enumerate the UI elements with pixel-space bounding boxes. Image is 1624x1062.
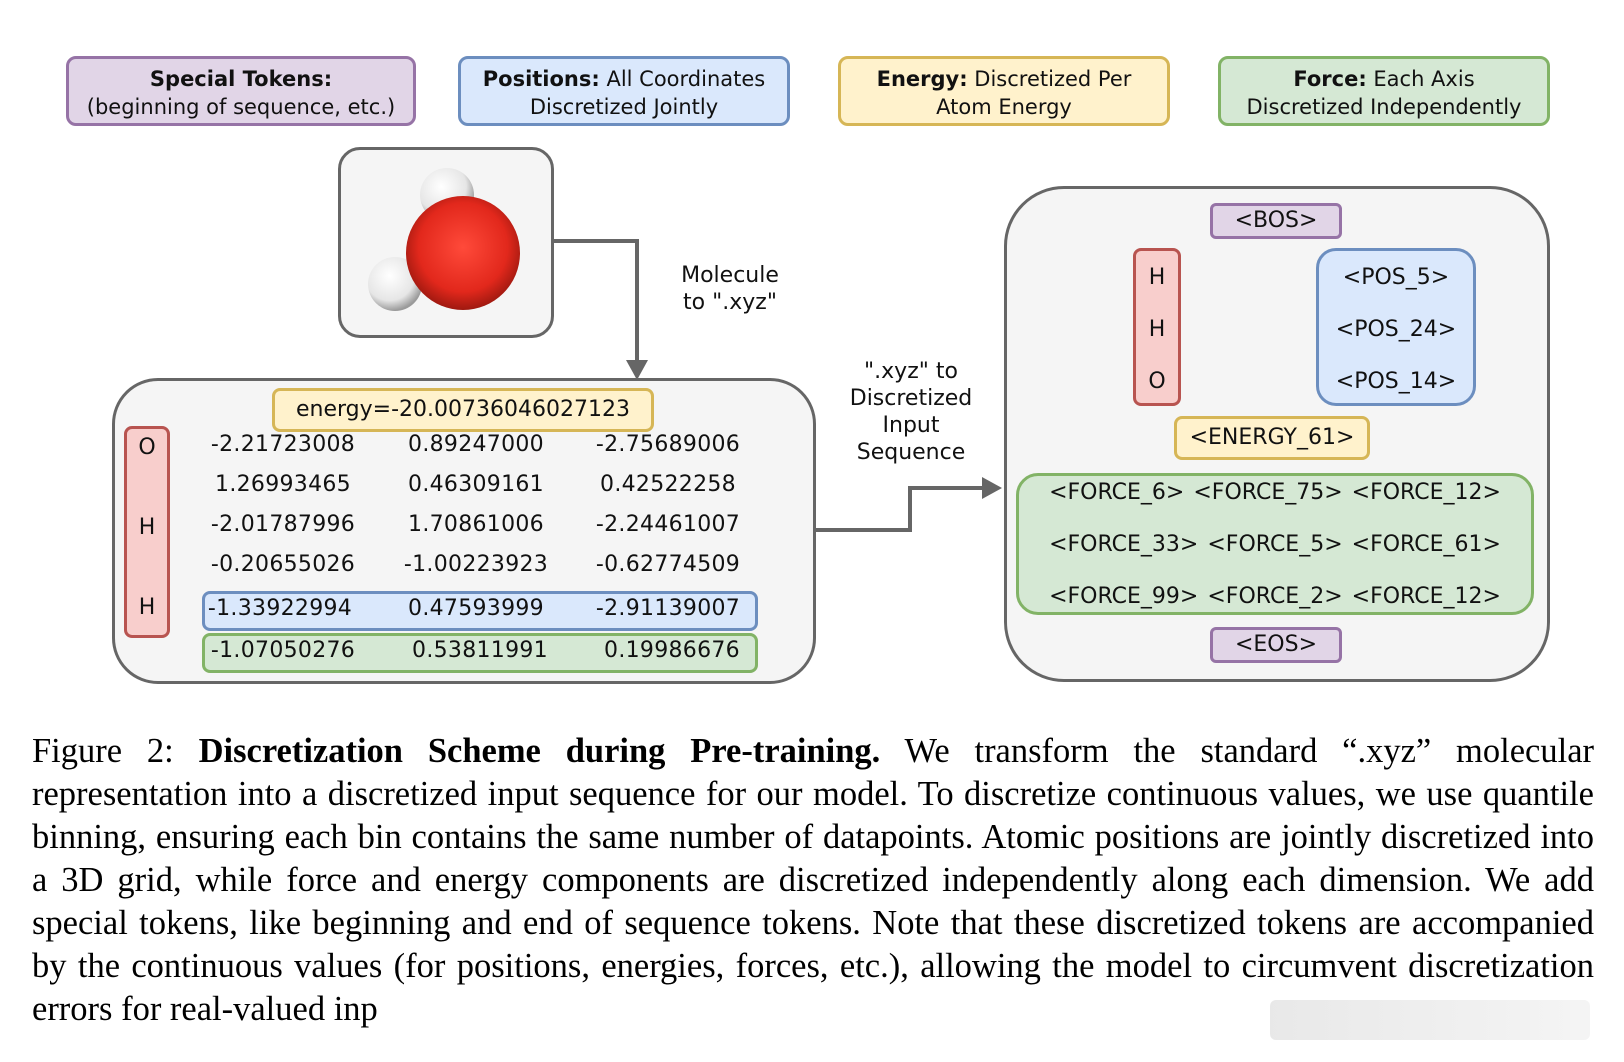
xyz-atom-column: O H H <box>124 426 170 638</box>
watermark-overlay <box>1270 1000 1590 1040</box>
legend-positions: Positions: All Coordinates Discretized J… <box>458 56 790 126</box>
legend-energy-rest: Discretized Per <box>967 67 1132 91</box>
legend-special-desc: (beginning of sequence, etc.) <box>86 95 396 119</box>
xyz-cell: 0.19986676 <box>604 638 740 663</box>
figure-caption: Figure 2: Discretization Scheme during P… <box>32 730 1594 1031</box>
legend-positions-title: Positions: <box>482 67 600 91</box>
legend-force-rest: Each Axis <box>1366 67 1475 91</box>
arrow-label-line: Input <box>882 413 940 438</box>
eos-token: <EOS> <box>1210 627 1342 663</box>
sequence-atom-tokens: H H O <box>1133 248 1181 406</box>
arrow-label-xyz-to-sequence: ".xyz" to Discretized Input Sequence <box>836 358 986 466</box>
xyz-cell: 0.89247000 <box>408 432 544 457</box>
legend-positions-desc: Discretized Jointly <box>529 95 719 119</box>
legend-energy: Energy: Discretized Per Atom Energy <box>838 56 1170 126</box>
arrow-molecule-to-xyz <box>554 239 648 380</box>
legend-force-desc: Discretized Independently <box>1246 95 1522 119</box>
xyz-atom-label: H <box>138 515 156 540</box>
xyz-cell: 1.70861006 <box>408 512 544 537</box>
legend-positions-rest: All Coordinates <box>599 67 766 91</box>
arrow-label-line: Molecule <box>681 263 779 288</box>
atom-token: H <box>1148 265 1166 290</box>
arrow-label-line: to ".xyz" <box>683 290 777 315</box>
arrow-label-line: Discretized <box>849 386 973 411</box>
position-token: <POS_24> <box>1335 317 1457 342</box>
xyz-cell: -2.01787996 <box>210 512 356 537</box>
legend-special-title: Special Tokens: <box>149 67 333 91</box>
sequence-force-tokens: <FORCE_6> <FORCE_75> <FORCE_12> <FORCE_3… <box>1016 473 1534 615</box>
hydrogen-atom-left <box>368 257 422 311</box>
xyz-cell: -1.07050276 <box>210 638 356 663</box>
water-molecule-icon <box>368 168 520 311</box>
xyz-cell: -0.62774509 <box>595 552 741 577</box>
legend-energy-title: Energy: <box>876 67 968 91</box>
xyz-cell: -1.00223923 <box>403 552 549 577</box>
xyz-cell: -2.75689006 <box>595 432 741 457</box>
oxygen-atom <box>406 196 520 310</box>
arrow-label-line: ".xyz" to <box>864 359 958 384</box>
legend-force: Force: Each Axis Discretized Independent… <box>1218 56 1550 126</box>
molecule-panel <box>338 147 554 338</box>
arrow-xyz-to-sequence <box>816 477 1002 532</box>
xyz-cell: 0.53811991 <box>412 638 548 663</box>
xyz-cell: 1.26993465 <box>215 472 351 497</box>
xyz-position-row-highlight <box>202 591 758 631</box>
xyz-atom-label: H <box>138 595 156 620</box>
xyz-cell: -0.20655026 <box>210 552 356 577</box>
caption-title: Discretization Scheme during Pre-trainin… <box>198 732 881 770</box>
bos-token: <BOS> <box>1210 203 1342 239</box>
position-token: <POS_5> <box>1342 265 1450 290</box>
legend-special-tokens: Special Tokens: (beginning of sequence, … <box>66 56 416 126</box>
xyz-energy-label: energy=-20.00736046027123 <box>272 388 654 432</box>
xyz-force-row-highlight <box>202 633 758 673</box>
energy-token: <ENERGY_61> <box>1174 416 1370 460</box>
xyz-cell: -1.33922994 <box>207 596 353 621</box>
xyz-cell: 0.47593999 <box>408 596 544 621</box>
sequence-position-tokens: <POS_5> <POS_24> <POS_14> <box>1316 248 1476 406</box>
force-token-row: <FORCE_99> <FORCE_2> <FORCE_12> <box>1049 584 1501 609</box>
position-token: <POS_14> <box>1335 369 1457 394</box>
xyz-cell: -2.24461007 <box>595 512 741 537</box>
xyz-cell: -2.21723008 <box>210 432 356 457</box>
legend-energy-desc: Atom Energy <box>936 95 1072 119</box>
legend-force-title: Force: <box>1293 67 1367 91</box>
caption-body: We transform the standard “.xyz” molecul… <box>32 732 1594 1028</box>
xyz-cell: -2.91139007 <box>595 596 741 621</box>
atom-token: O <box>1148 369 1166 394</box>
atom-token: H <box>1148 317 1166 342</box>
xyz-atom-label: O <box>138 435 156 460</box>
xyz-cell: 0.46309161 <box>408 472 544 497</box>
caption-label: Figure 2: <box>32 732 199 770</box>
force-token-row: <FORCE_6> <FORCE_75> <FORCE_12> <box>1049 480 1501 505</box>
arrow-label-line: Sequence <box>856 440 966 465</box>
xyz-cell: 0.42522258 <box>600 472 736 497</box>
arrow-label-molecule-to-xyz: Molecule to ".xyz" <box>660 262 800 316</box>
force-token-row: <FORCE_33> <FORCE_5> <FORCE_61> <box>1049 532 1501 557</box>
